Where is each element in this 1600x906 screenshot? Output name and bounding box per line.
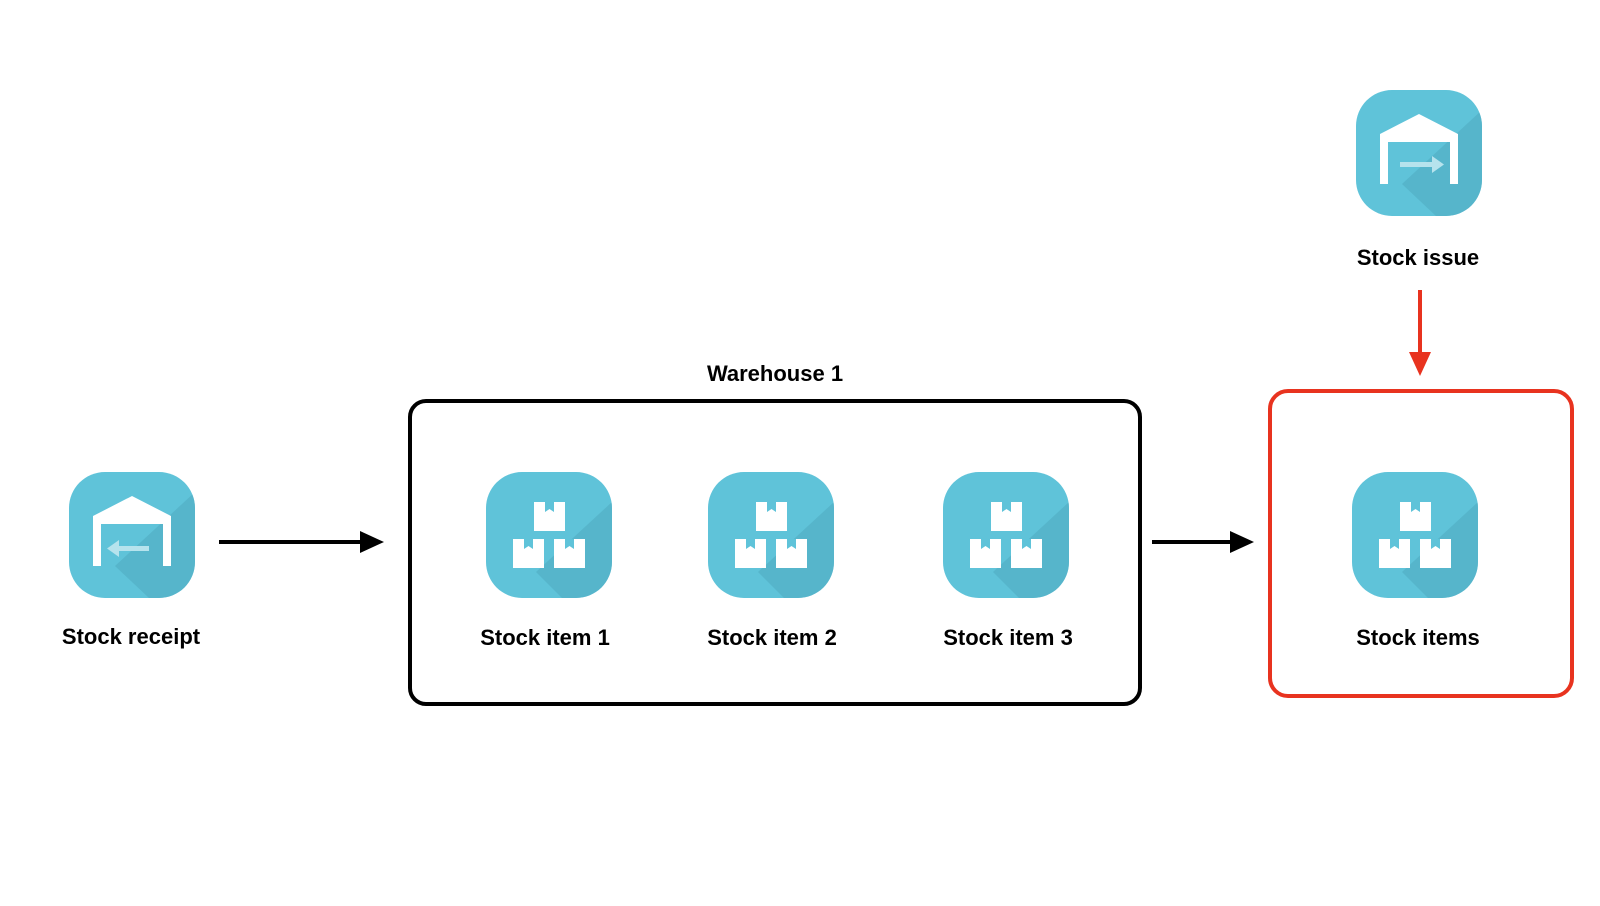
- boxes-icon[interactable]: [486, 472, 612, 598]
- arrow-issue-to-stock-items: [1409, 290, 1431, 376]
- stock-item-1-label: Stock item 1: [480, 625, 610, 650]
- boxes-icon[interactable]: [708, 472, 834, 598]
- warehouse-outbound-icon[interactable]: [1356, 90, 1482, 216]
- stock-issue-label: Stock issue: [1356, 245, 1480, 270]
- stock-item-3-label: Stock item 3: [943, 625, 1073, 650]
- warehouse-label: Warehouse 1: [706, 361, 844, 386]
- arrow-warehouse-to-stock-items: [1152, 531, 1254, 553]
- warehouse-container: [408, 399, 1142, 706]
- boxes-icon[interactable]: [943, 472, 1069, 598]
- stock-items-label: Stock items: [1356, 625, 1480, 650]
- warehouse-inbound-icon[interactable]: [69, 472, 195, 598]
- boxes-icon[interactable]: [1352, 472, 1478, 598]
- stock-items-highlight-box: [1268, 389, 1574, 698]
- stock-item-2-label: Stock item 2: [707, 625, 837, 650]
- stock-receipt-label: Stock receipt: [61, 624, 201, 649]
- arrow-receipt-to-warehouse: [219, 531, 384, 553]
